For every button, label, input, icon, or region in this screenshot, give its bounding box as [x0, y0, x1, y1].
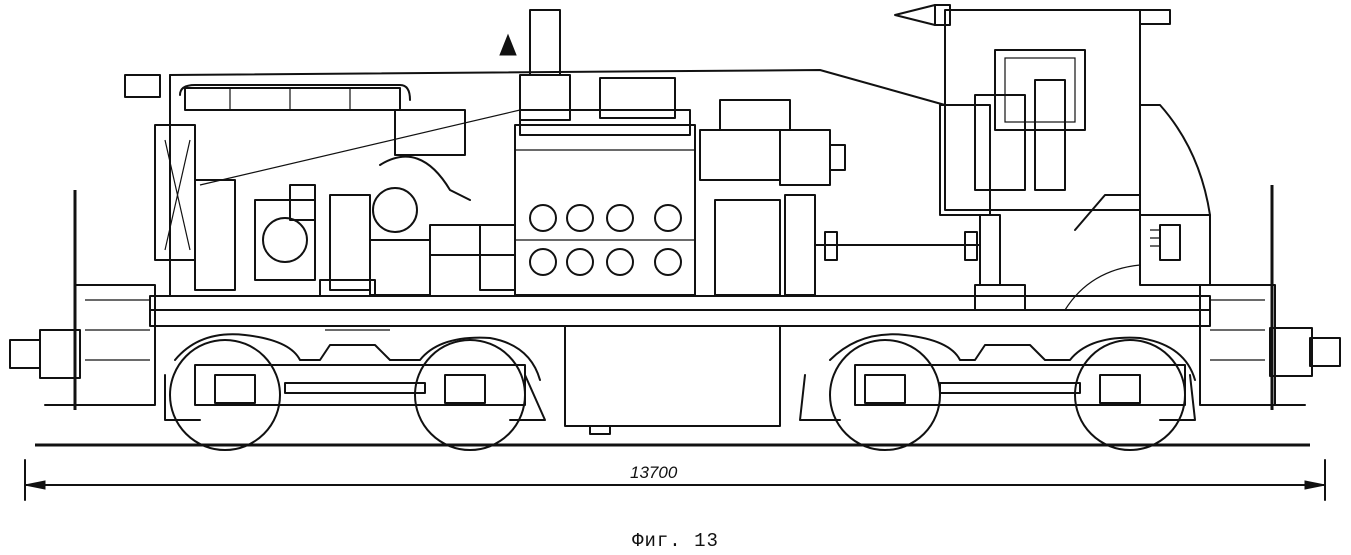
figure-caption: Фиг. 13 — [632, 530, 719, 552]
locomotive-drawing: 13700 — [9, 4, 1341, 501]
fuel-tank — [564, 325, 781, 435]
generator — [699, 99, 981, 296]
rear-bogie — [799, 333, 1196, 451]
exhaust-stack — [499, 9, 571, 121]
driver-cab — [894, 4, 1211, 311]
dimension-line: 13700 — [24, 459, 1326, 501]
dimension-label: 13700 — [630, 463, 678, 482]
long-hood — [124, 69, 946, 297]
front-bogie — [164, 329, 546, 451]
auxiliary-equipment — [194, 109, 516, 297]
diesel-engine — [479, 77, 696, 296]
rear-buffer-right — [1264, 185, 1341, 410]
front-buffer-left — [9, 190, 81, 410]
